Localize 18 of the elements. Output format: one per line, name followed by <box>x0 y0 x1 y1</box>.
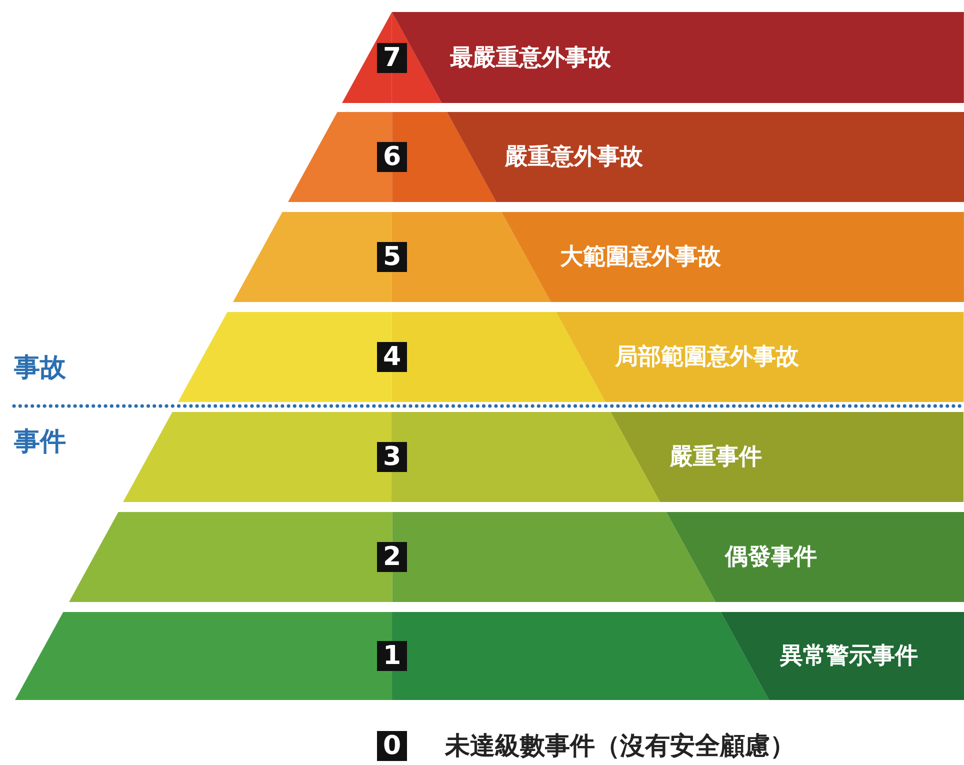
level-label: 大範圍意外事故 <box>560 243 721 272</box>
category-label: 事故 <box>14 352 66 385</box>
level-label: 嚴重事件 <box>670 443 762 472</box>
number-badge: 6 <box>376 142 407 172</box>
level-label: 局部範圍意外事故 <box>614 343 799 372</box>
category-label: 事件 <box>14 426 66 459</box>
number-badge: 4 <box>376 342 407 372</box>
number-badge: 0 <box>377 731 407 761</box>
number-badge: 2 <box>376 542 407 572</box>
number-badge: 5 <box>376 242 407 272</box>
level-label: 未達級數事件（沒有安全顧慮） <box>445 730 795 762</box>
level-label: 偶發事件 <box>724 543 817 572</box>
number-badge: 7 <box>376 42 407 72</box>
level-label: 嚴重意外事故 <box>504 143 643 172</box>
number-badge: 3 <box>376 442 407 472</box>
number-badge: 1 <box>376 641 407 671</box>
level-label: 異常警示事件 <box>780 642 918 671</box>
level-label: 最嚴重意外事故 <box>450 44 611 72</box>
